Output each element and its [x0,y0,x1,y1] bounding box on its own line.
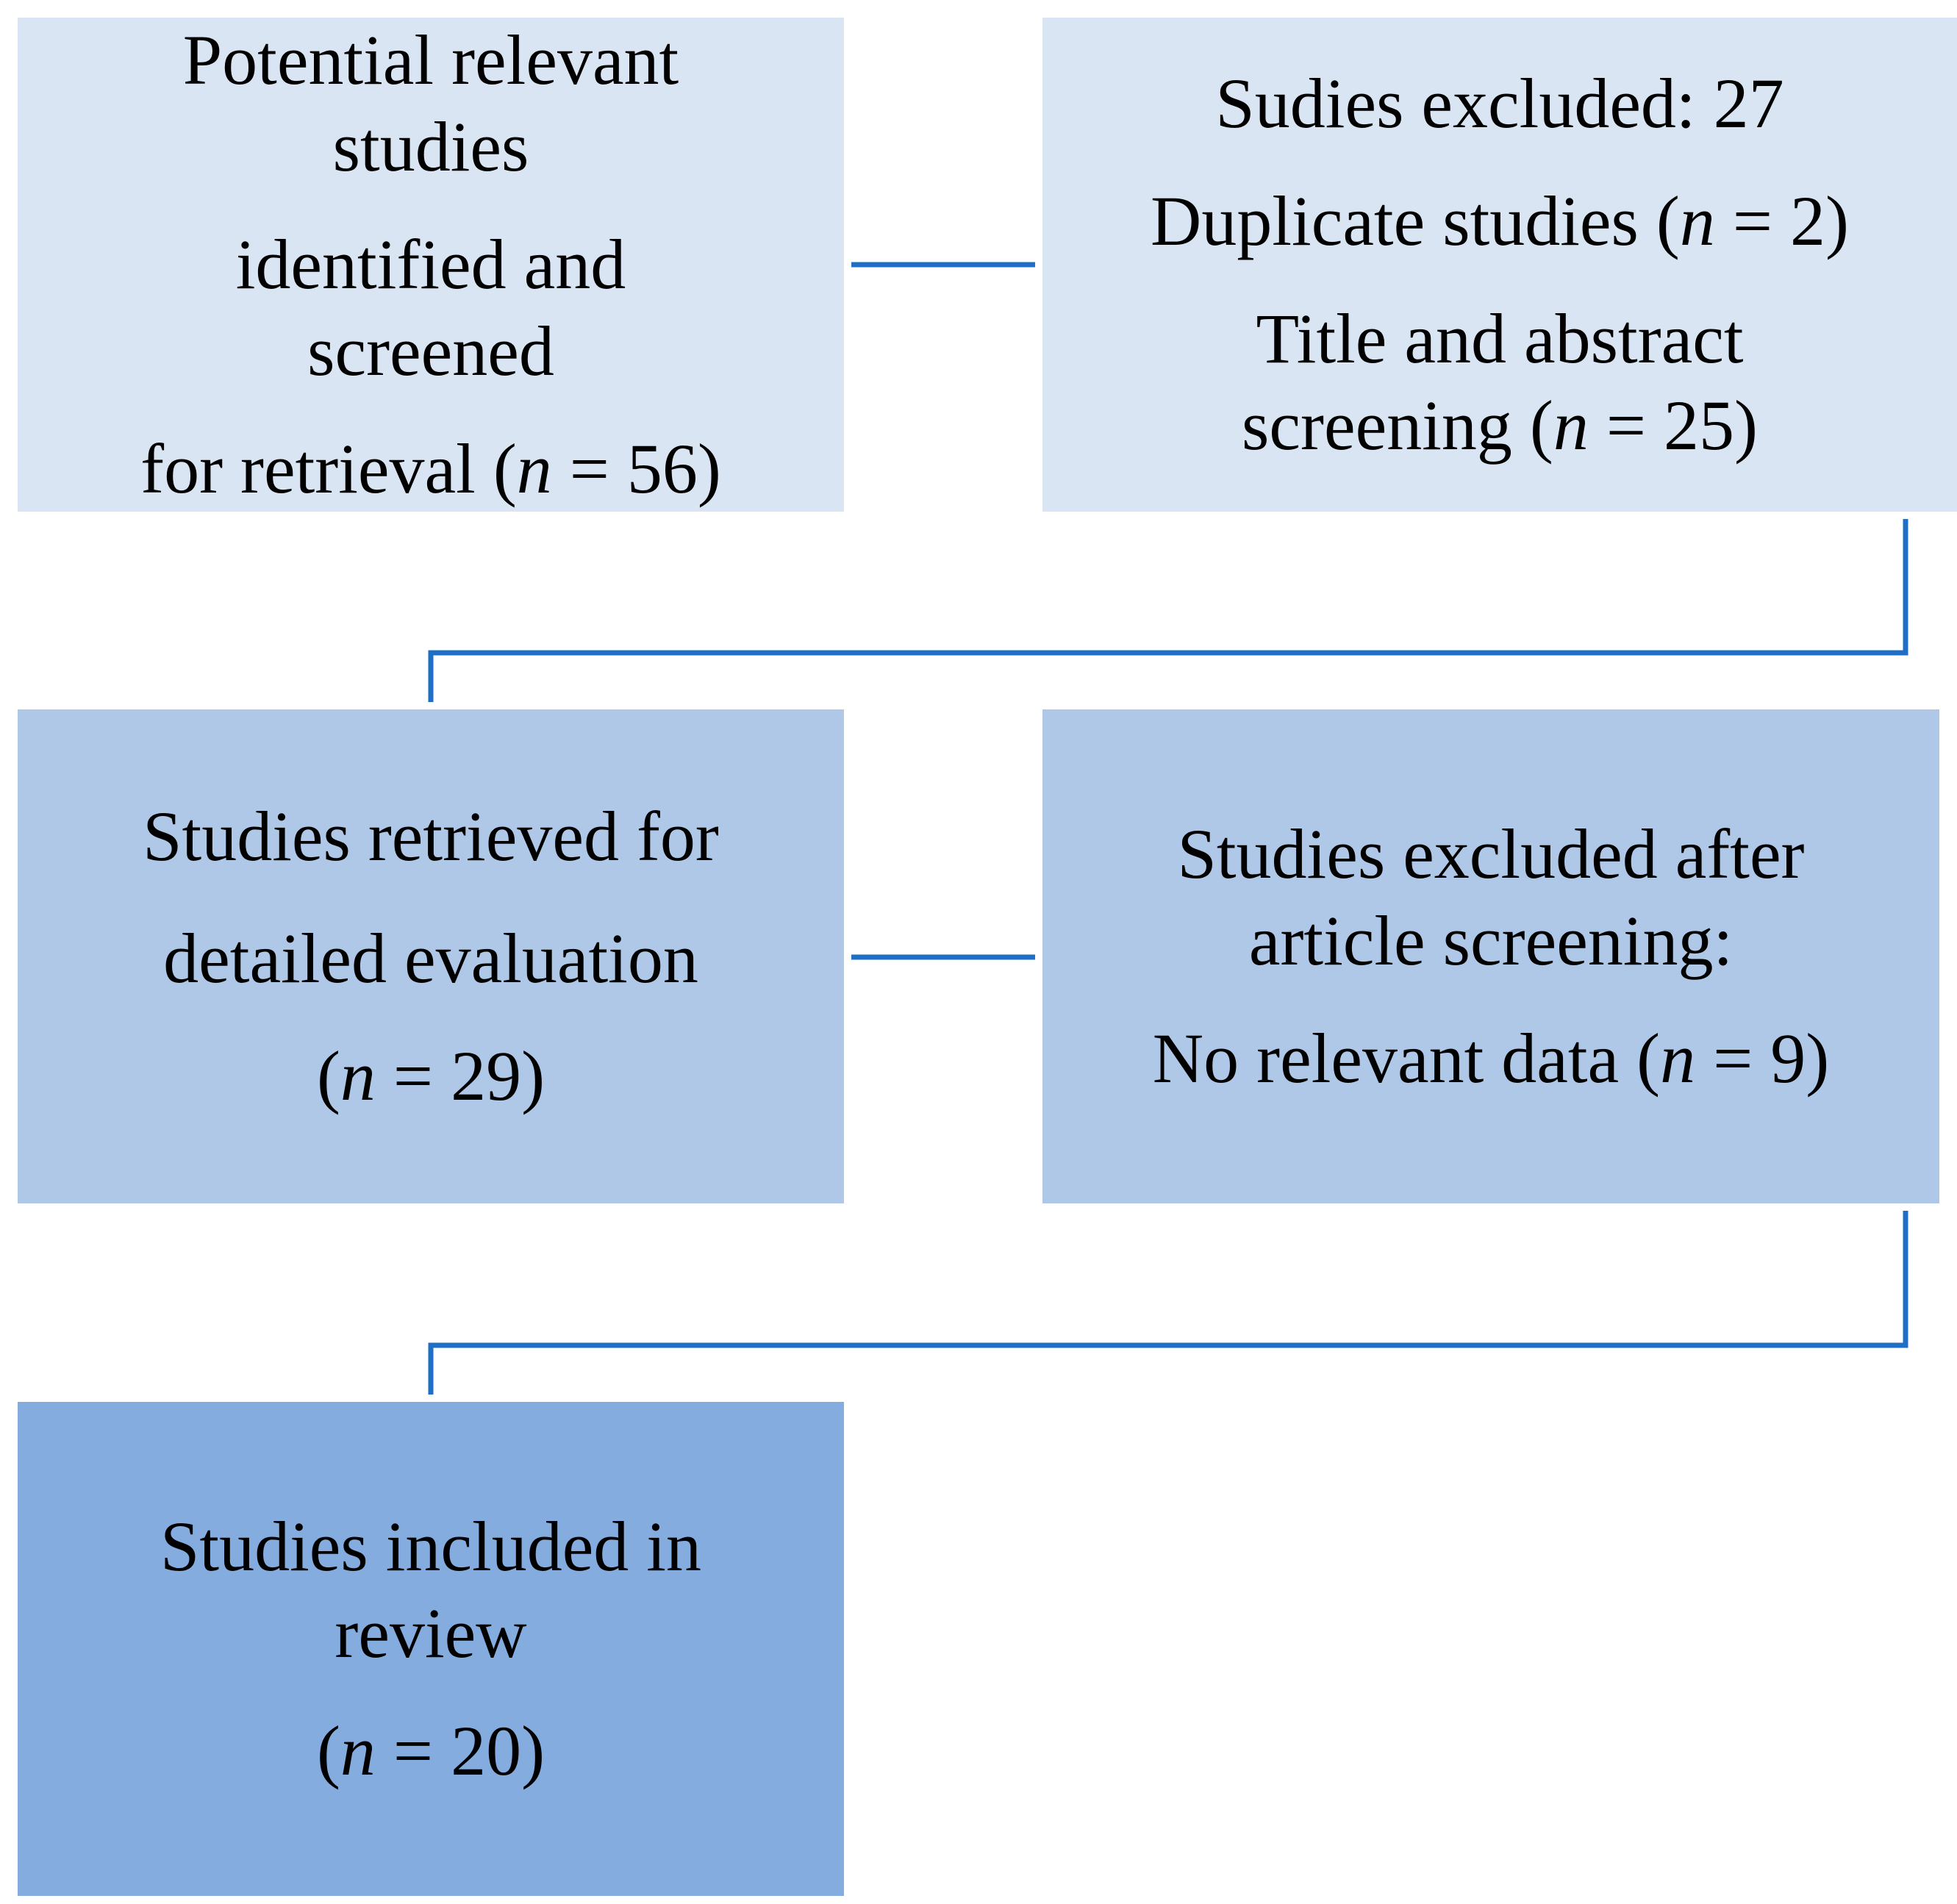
excluded-first-box: Sudies excluded: 27 Duplicate studies (n… [1042,18,1957,512]
included-line-2: review [334,1593,527,1672]
included-n-label: n [340,1711,376,1791]
identified-n-label: n [516,429,552,509]
excluded-second-line-2: article screening: [1248,901,1734,980]
included-paren: ( [316,1711,340,1791]
excluded-second-box: Studies excluded after article screening… [1042,709,1939,1203]
title-abstract-n-label: n [1553,386,1589,465]
identified-box: Potential relevant studies identified an… [18,18,844,512]
title-abstract-label: screening ( [1242,386,1553,465]
retrieved-line-2: detailed evaluation [163,918,698,998]
excluded-first-title: Sudies excluded: 27 [1215,63,1784,143]
included-count: = 20) [393,1711,545,1791]
included-box: Studies included in review (n = 20) [18,1402,844,1896]
no-relevant-data-count: = 9) [1713,1019,1830,1098]
connector-excluded-to-included [428,1211,1908,1395]
identified-count-prefix: for retrieval ( [140,429,517,509]
retrieved-count: = 29) [393,1037,545,1116]
retrieved-paren: ( [316,1037,340,1116]
identified-count-line: for retrieval (n = 56) [140,426,721,512]
identified-text: Potential relevant studies [183,17,679,190]
identified-line-1: Potential relevant [182,20,679,99]
retrieved-line-1: Studies retrieved for [143,796,719,876]
connector-excluded-to-retrieved [428,519,1908,702]
retrieved-box: Studies retrieved for detailed evaluatio… [18,709,844,1203]
identified-line-2: studies [332,107,529,186]
duplicate-n-label: n [1679,181,1715,260]
title-abstract-count: = 25) [1606,386,1758,465]
retrieved-n-label: n [340,1037,376,1116]
title-abstract-line-1: Title and abstract [1256,299,1744,378]
no-relevant-data-n-label: n [1660,1019,1696,1098]
identified-count: = 56) [569,429,721,509]
identified-text-2: identified and screened [236,221,626,395]
included-line-1: Studies included in [160,1506,701,1586]
no-relevant-data-label: No relevant data ( [1152,1019,1661,1098]
duplicate-count: = 2) [1732,181,1849,260]
excluded-second-line-1: Studies excluded after [1177,814,1805,893]
identified-line-4: screened [307,312,554,391]
identified-line-3: identified and [235,224,626,304]
duplicate-studies-label: Duplicate studies ( [1151,181,1680,260]
